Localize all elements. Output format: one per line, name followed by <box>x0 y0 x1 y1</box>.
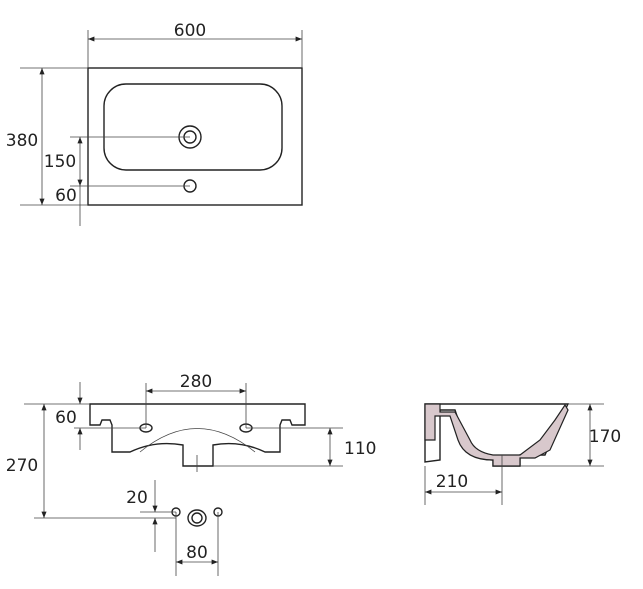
dim-outlet-depth: 210 <box>436 472 468 492</box>
basin-outline-front <box>89 403 306 467</box>
top-view: 600 380 150 60 <box>6 21 303 226</box>
dim-width: 600 <box>174 21 206 41</box>
side-view: 210 170 <box>424 403 621 505</box>
front-view: 280 60 270 110 20 80 <box>6 372 376 576</box>
dim-outlet-offset: 20 <box>126 488 148 508</box>
dim-body-height: 110 <box>344 439 376 459</box>
dim-bowl-height: 170 <box>589 427 621 447</box>
dim-holes-spacing: 280 <box>180 372 212 392</box>
dim-outlet-spacing: 80 <box>186 543 208 563</box>
dim-tap-offset: 60 <box>55 186 77 206</box>
outlet-icon <box>187 509 207 527</box>
dim-drain-offset: 150 <box>44 152 76 172</box>
bowl-outline <box>103 83 283 171</box>
basin-outline-top <box>87 67 303 206</box>
dim-holes-height: 60 <box>55 408 77 428</box>
dim-total-height: 270 <box>6 456 38 476</box>
dim-depth: 380 <box>6 131 38 151</box>
